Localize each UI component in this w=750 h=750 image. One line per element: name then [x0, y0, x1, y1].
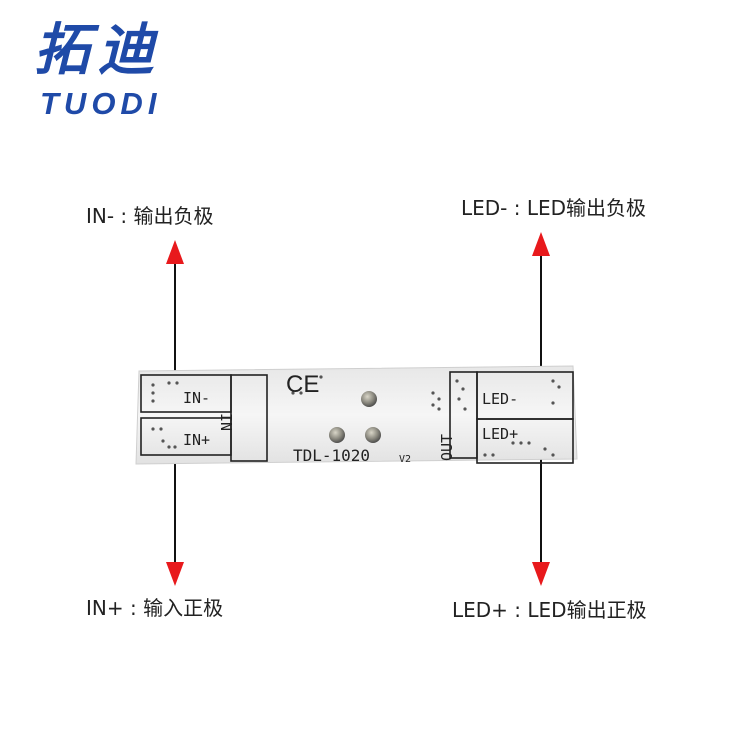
board-in-plus-label: IN+ [183, 431, 211, 449]
ce-mark: CE [286, 371, 320, 398]
pcb-board: CE IN- IN+ IN OUT LED- LED+ TDL-1020 V2 [133, 363, 578, 466]
board-led-plus-label: LED+ [482, 425, 519, 443]
in-minus-annotation: IN- : 输出负极 [86, 204, 214, 228]
led-minus-annotation: LED- : LED输出负极 [461, 196, 647, 220]
board-in-minus-label: IN- [183, 389, 211, 407]
in-plus-annotation: IN+ : 输入正极 [86, 596, 224, 620]
brand-logo-chinese: 拓迪 [34, 17, 162, 83]
board-out-label: OUT [438, 433, 456, 461]
pcb-board-graphic [135, 365, 578, 465]
board-model-number: TDL-1020 [293, 446, 371, 465]
board-version: V2 [399, 454, 412, 465]
board-in-label: IN [217, 413, 235, 432]
in-minus-arrow [166, 240, 184, 392]
led-plus-annotation: LED+ : LED输出正极 [452, 598, 647, 622]
brand-logo-english: TUODI [40, 86, 162, 121]
led-minus-arrow [532, 232, 550, 386]
board-led-minus-label: LED- [482, 390, 519, 408]
